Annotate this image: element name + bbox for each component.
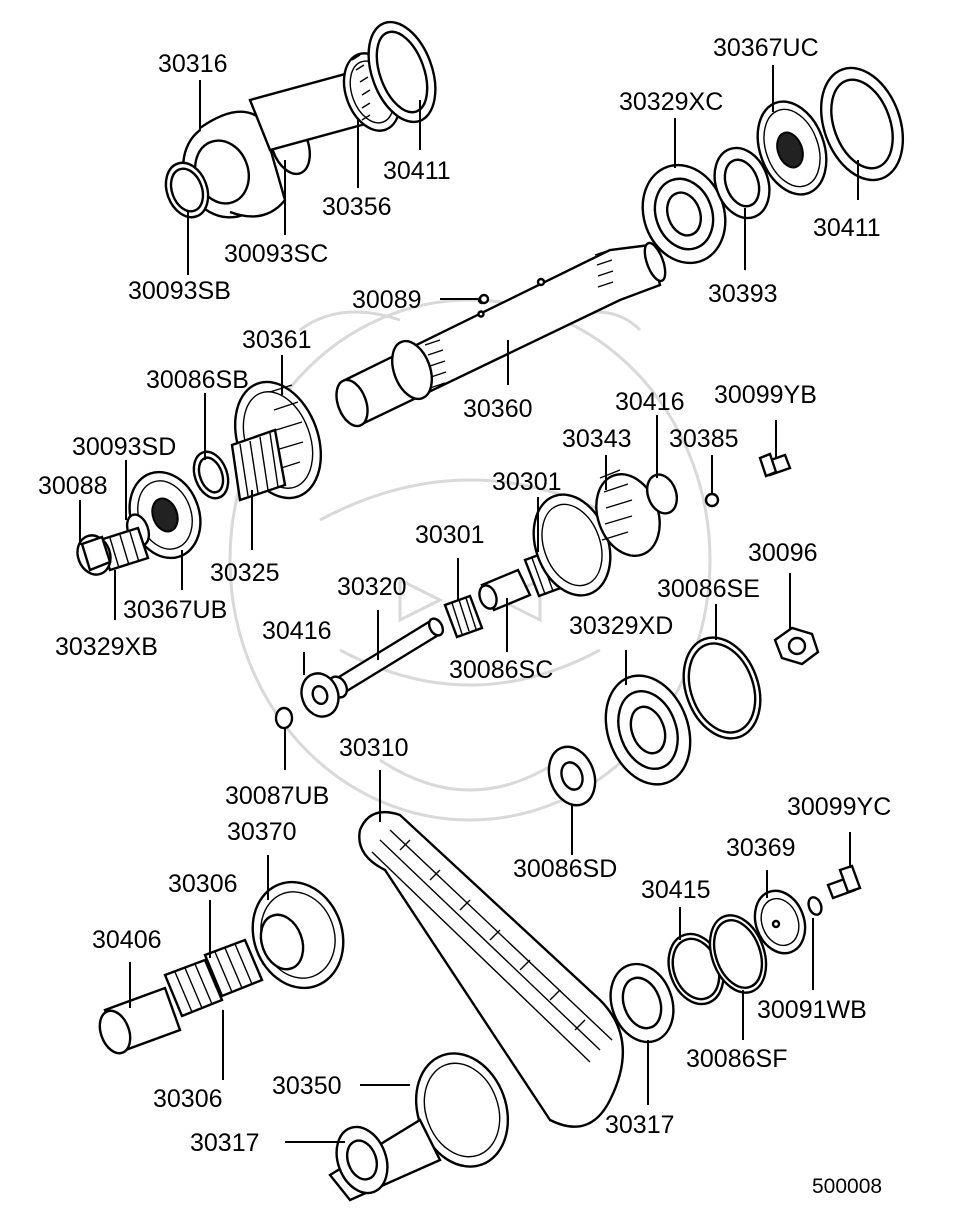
part-30343-counter-gear[interactable] — [520, 465, 670, 606]
label-30367UC: 30367UC — [713, 34, 819, 62]
part-30317-bearing-lower[interactable] — [328, 1120, 396, 1200]
label-30411-right: 30411 — [813, 214, 881, 242]
part-30089-ball[interactable] — [478, 293, 490, 305]
label-30089: 30089 — [352, 286, 422, 314]
part-30385-washer[interactable] — [704, 492, 720, 508]
leader-lines — [79, 65, 859, 1143]
part-30088-cap[interactable] — [72, 531, 116, 580]
label-30088: 30088 — [38, 472, 108, 500]
part-30099YB-bolt[interactable] — [758, 452, 792, 478]
label-30093SD: 30093SD — [72, 433, 176, 461]
label-30086SB: 30086SB — [146, 366, 249, 394]
label-30091WB: 30091WB — [757, 996, 867, 1024]
label-30415: 30415 — [641, 876, 711, 904]
part-30411-synchro-ring-right[interactable] — [806, 57, 917, 192]
label-30317-lower: 30317 — [190, 1129, 260, 1157]
part-30316-bearing-sleeve[interactable] — [170, 110, 287, 230]
label-30316: 30316 — [158, 50, 228, 78]
part-30329XC-ball-bearing[interactable] — [629, 153, 738, 274]
part-30393-washer[interactable] — [705, 140, 778, 225]
part-labels: 30316 30093SC 30093SB 30356 30411 30367U… — [38, 34, 891, 1198]
part-30369-gear[interactable] — [747, 884, 814, 961]
part-30086SE-seal-ring[interactable] — [670, 627, 773, 749]
part-30096-nut[interactable] — [773, 626, 820, 666]
part-30415-ring[interactable] — [659, 926, 732, 1011]
label-30099YB: 30099YB — [714, 381, 817, 409]
part-30370-gear[interactable] — [238, 869, 358, 1001]
label-30320: 30320 — [337, 573, 407, 601]
label-30086SF: 30086SF — [686, 1045, 787, 1073]
part-30317-bearing-right[interactable] — [600, 955, 684, 1051]
label-30093SC: 30093SC — [224, 240, 328, 268]
label-30093SB: 30093SB — [128, 277, 231, 305]
part-30416-thrust-washer-upper[interactable] — [642, 470, 682, 517]
label-30343: 30343 — [562, 425, 632, 453]
label-30096: 30096 — [748, 539, 818, 567]
label-30087UB: 30087UB — [225, 782, 329, 810]
label-30370: 30370 — [227, 818, 297, 846]
part-30306-needle-bearing-lower[interactable] — [163, 958, 224, 1018]
part-30087UB-o-ring[interactable] — [274, 706, 294, 730]
label-30301-upper: 30301 — [492, 468, 562, 496]
label-30416-upper: 30416 — [615, 388, 685, 416]
label-30099YC: 30099YC — [787, 793, 891, 821]
label-30369: 30369 — [726, 834, 796, 862]
part-30091WB-washer[interactable] — [806, 895, 823, 916]
label-30385: 30385 — [669, 425, 739, 453]
label-30310: 30310 — [339, 734, 409, 762]
part-30329XD-ball-bearing[interactable] — [591, 664, 704, 797]
part-30367UB-gear[interactable] — [118, 462, 212, 568]
part-30099YC-bolt[interactable] — [826, 864, 862, 900]
part-30416-thrust-washer-lower[interactable] — [296, 668, 345, 722]
label-30350: 30350 — [272, 1072, 342, 1100]
label-30360: 30360 — [463, 395, 533, 423]
label-30329XC: 30329XC — [619, 88, 723, 116]
part-30306-needle-bearing-upper[interactable] — [203, 938, 264, 998]
part-30086SC-spacer[interactable] — [476, 568, 532, 612]
label-30086SD: 30086SD — [513, 855, 617, 883]
part-30406-sleeve[interactable] — [94, 986, 182, 1057]
label-30086SE: 30086SE — [657, 575, 760, 603]
part-30086SF-seal-ring[interactable] — [700, 908, 776, 1001]
part-30310-drive-chain[interactable] — [358, 810, 625, 1128]
label-30325: 30325 — [210, 559, 280, 587]
part-30086SB-spacer-ring[interactable] — [188, 447, 234, 503]
label-30329XD: 30329XD — [569, 612, 673, 640]
part-30093SB-snap-ring[interactable] — [159, 157, 216, 223]
part-30325-needle-bearing[interactable] — [230, 428, 287, 502]
label-30086SC: 30086SC — [449, 656, 553, 684]
label-30317-right: 30317 — [605, 1111, 675, 1139]
part-30086SD-washer[interactable] — [541, 740, 603, 811]
label-30306-lower: 30306 — [153, 1085, 223, 1113]
label-30411-top: 30411 — [383, 157, 451, 185]
part-30320-counter-shaft[interactable] — [326, 616, 446, 700]
part-30301-needle-bearing-left[interactable] — [443, 594, 484, 639]
label-30356: 30356 — [322, 193, 392, 221]
label-30301-lower: 30301 — [415, 521, 485, 549]
label-30416-lower: 30416 — [262, 617, 332, 645]
label-30361: 30361 — [242, 326, 312, 354]
label-30367UB: 30367UB — [123, 596, 227, 624]
label-30406: 30406 — [92, 926, 162, 954]
label-30393: 30393 — [708, 280, 778, 308]
part-30411-synchro-ring-top[interactable] — [356, 13, 448, 131]
label-30329XB: 30329XB — [55, 633, 158, 661]
label-30306-upper: 30306 — [168, 870, 238, 898]
diagram-ref-number: 500008 — [812, 1175, 882, 1198]
part-30367UC-gear[interactable] — [746, 92, 839, 204]
